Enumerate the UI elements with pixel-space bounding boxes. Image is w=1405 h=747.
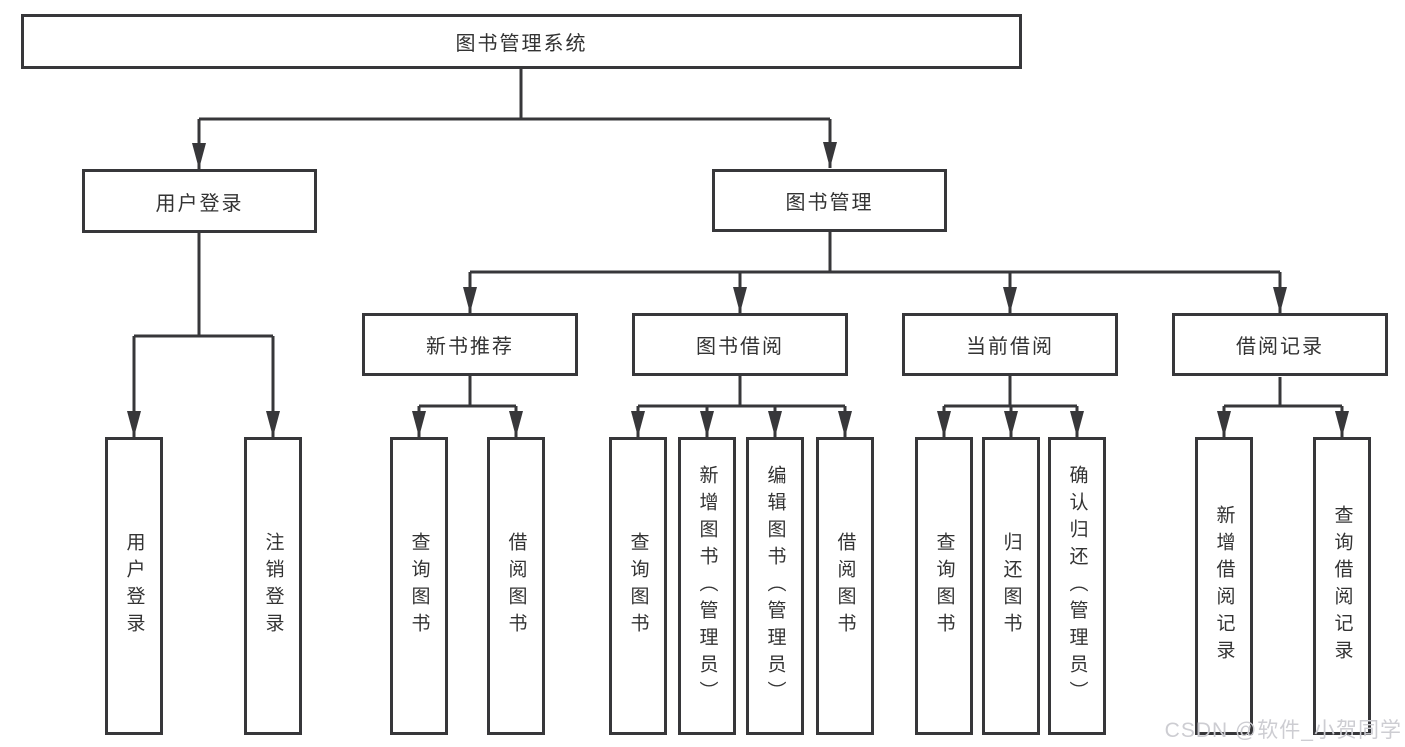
leaf-return-book: 归还图书	[982, 437, 1040, 735]
leaf-query-borrow-record: 查询借阅记录	[1313, 437, 1371, 735]
node-library-system: 图书管理系统	[21, 14, 1022, 69]
leaf-borrow-books-recommend: 借阅图书	[487, 437, 545, 735]
watermark: CSDN @软件_小贺同学	[1164, 719, 1402, 742]
node-book-borrowing: 图书借阅	[632, 313, 848, 376]
node-book-management: 图书管理	[712, 169, 947, 232]
node-current-borrowing: 当前借阅	[902, 313, 1118, 376]
leaf-edit-book-admin: 编辑图书（管理员）	[746, 437, 804, 735]
leaf-borrow-books: 借阅图书	[816, 437, 874, 735]
leaf-add-borrow-record: 新增借阅记录	[1195, 437, 1253, 735]
leaf-query-books-borrow: 查询图书	[609, 437, 667, 735]
leaf-user-login: 用户登录	[105, 437, 163, 735]
leaf-confirm-return-admin: 确认归还（管理员）	[1048, 437, 1106, 735]
leaf-logout: 注销登录	[244, 437, 302, 735]
leaf-add-book-admin: 新增图书（管理员）	[678, 437, 736, 735]
node-user-login-branch: 用户登录	[82, 169, 317, 233]
leaf-query-books-recommend: 查询图书	[390, 437, 448, 735]
leaf-query-books-current: 查询图书	[915, 437, 973, 735]
node-new-book-recommendation: 新书推荐	[362, 313, 578, 376]
node-borrowing-records: 借阅记录	[1172, 313, 1388, 376]
